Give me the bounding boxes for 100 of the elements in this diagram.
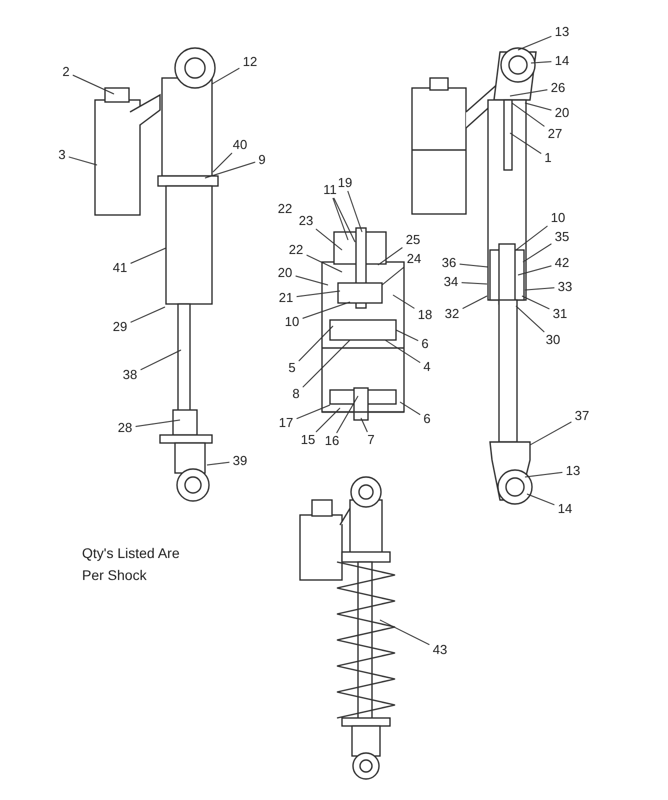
callout-number: 43 xyxy=(432,643,448,657)
callout-number: 22 xyxy=(288,243,304,257)
leader-line xyxy=(384,340,421,364)
leader-line xyxy=(295,275,328,286)
callout-number: 18 xyxy=(416,308,434,322)
callout-number: 15 xyxy=(300,433,316,447)
callout-number: 14 xyxy=(554,54,570,68)
leader-line xyxy=(510,89,548,96)
note-text: Qty's Listed Are Per Shock xyxy=(82,544,181,585)
leader-line xyxy=(516,306,545,332)
leader-line xyxy=(378,247,403,266)
leader-line xyxy=(135,420,180,427)
leader-line xyxy=(333,198,356,242)
leader-line xyxy=(396,330,419,342)
callout-number: 29 xyxy=(112,320,128,334)
callout-number: 7 xyxy=(366,433,376,447)
leader-line xyxy=(524,472,563,478)
callout-number: 20 xyxy=(554,106,570,120)
callout-number: 40 xyxy=(232,138,248,152)
leader-line xyxy=(512,102,545,127)
leader-line xyxy=(306,254,342,272)
callout-number: 8 xyxy=(291,387,301,401)
leader-line xyxy=(462,296,488,310)
leader-line xyxy=(296,290,340,298)
leader-line xyxy=(302,340,350,388)
callout-number: 26 xyxy=(550,81,566,95)
callout-number: 35 xyxy=(554,230,570,244)
callout-number: 10 xyxy=(550,211,566,225)
shock-absorber-drawing xyxy=(299,476,396,780)
leader-line xyxy=(336,396,358,434)
callout-number: 31 xyxy=(552,307,568,321)
callout-number: 1 xyxy=(543,151,553,165)
callout-number: 30 xyxy=(544,333,562,347)
callout-number: 12 xyxy=(242,55,258,69)
leader-line xyxy=(522,296,550,310)
leader-line xyxy=(316,408,340,432)
callout-number: 38 xyxy=(122,368,138,382)
callout-number: 3 xyxy=(57,148,67,162)
callout-number: 24 xyxy=(406,252,422,266)
callout-number: 4 xyxy=(422,360,432,374)
callout-number: 36 xyxy=(440,256,458,270)
leader-line xyxy=(530,61,552,64)
callout-number: 25 xyxy=(404,233,422,247)
leader-line xyxy=(68,156,98,166)
callout-number: 20 xyxy=(276,266,294,280)
callout-number: 39 xyxy=(232,454,248,468)
callout-number: 9 xyxy=(257,153,267,167)
leader-line xyxy=(518,36,552,50)
callout-number: 28 xyxy=(116,421,134,435)
callout-number: 22 xyxy=(276,202,294,216)
callout-number: 41 xyxy=(112,261,128,275)
leader-line xyxy=(296,404,330,420)
leader-line xyxy=(530,421,572,446)
leader-line xyxy=(461,282,488,284)
leader-line xyxy=(347,190,362,232)
callout-number: 10 xyxy=(284,315,300,329)
callout-number: 2 xyxy=(61,65,71,79)
callout-number: 33 xyxy=(556,280,574,294)
leader-line xyxy=(400,402,421,416)
leader-line xyxy=(360,418,368,432)
shock-cross-section-drawing xyxy=(321,227,405,421)
callout-number: 17 xyxy=(278,416,294,430)
leader-line xyxy=(516,226,548,250)
callout-number: 21 xyxy=(278,291,294,305)
leader-line xyxy=(130,248,166,264)
leader-line xyxy=(524,287,555,290)
leader-line xyxy=(522,243,552,262)
callout-number: 5 xyxy=(287,361,297,375)
leader-line xyxy=(130,306,166,323)
callout-number: 34 xyxy=(442,275,460,289)
callout-number: 19 xyxy=(336,176,354,190)
callout-number: 27 xyxy=(546,127,564,141)
callout-number: 32 xyxy=(444,307,460,321)
leader-line xyxy=(72,74,114,94)
callout-number: 6 xyxy=(420,337,430,351)
leader-line xyxy=(204,162,256,178)
leader-line xyxy=(510,132,542,154)
leader-line xyxy=(212,152,232,172)
leader-line xyxy=(518,265,552,276)
leader-line xyxy=(380,620,430,646)
callout-number: 13 xyxy=(554,25,570,39)
leader-line xyxy=(212,68,240,84)
callout-number: 13 xyxy=(564,464,582,478)
leader-line xyxy=(459,264,488,268)
leader-line xyxy=(206,462,230,466)
leader-line xyxy=(526,494,555,506)
leader-line xyxy=(302,302,350,319)
leader-line xyxy=(315,228,342,250)
callout-number: 11 xyxy=(322,183,338,197)
leader-line xyxy=(332,198,348,240)
leader-line xyxy=(524,102,552,111)
callout-number: 16 xyxy=(324,434,340,448)
callout-number: 37 xyxy=(574,409,590,423)
callout-number: 6 xyxy=(422,412,432,426)
shock-absorber-drawing xyxy=(94,47,219,502)
callout-number: 42 xyxy=(554,256,570,270)
callout-number: 14 xyxy=(556,502,574,516)
leader-line xyxy=(140,350,182,370)
callout-number: 23 xyxy=(298,214,314,228)
leader-line xyxy=(298,326,334,362)
